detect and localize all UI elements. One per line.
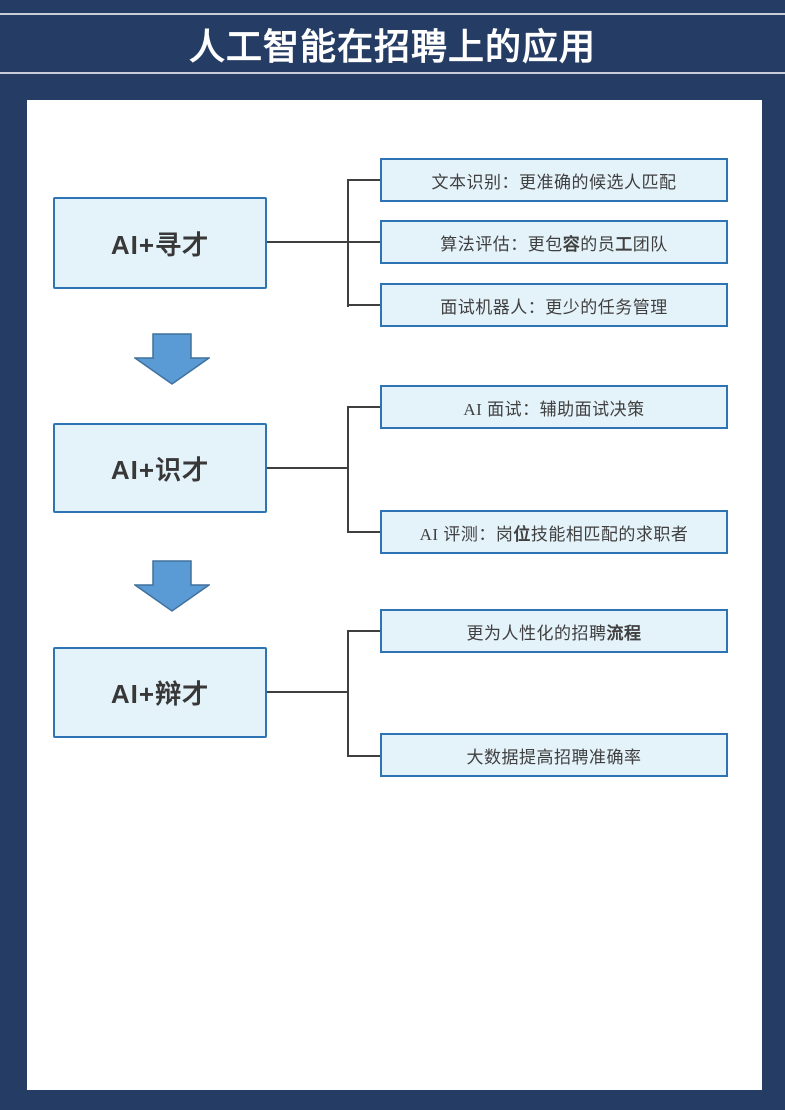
leaf-label: AI 面试：辅助面试决策 bbox=[463, 399, 645, 419]
main-box-ai-shicai: AI+识才 bbox=[53, 423, 267, 513]
title-band: 人工智能在招聘上的应用 bbox=[0, 13, 785, 74]
connector-line bbox=[267, 241, 380, 243]
leaf-label: 算法评估：更包容的员工团队 bbox=[440, 234, 668, 254]
connector-line bbox=[347, 630, 349, 757]
connector-line bbox=[349, 179, 380, 181]
diagram-panel: AI+寻才 文本识别：更准确的候选人匹配 算法评估：更包容的员工团队 面试机器人… bbox=[27, 100, 762, 1090]
connector-line bbox=[349, 406, 380, 408]
connector-line bbox=[267, 691, 349, 693]
main-box-ai-biancai: AI+辩才 bbox=[53, 647, 267, 738]
leaf-box-ai-assessment: AI 评测：岗位技能相匹配的求职者 bbox=[380, 510, 728, 554]
main-box-ai-xuncai: AI+寻才 bbox=[53, 197, 267, 289]
connector-line bbox=[349, 304, 380, 306]
leaf-box-algorithm-evaluation: 算法评估：更包容的员工团队 bbox=[380, 220, 728, 264]
leaf-label: 面试机器人：更少的任务管理 bbox=[440, 297, 668, 317]
leaf-label: 更为人性化的招聘流程 bbox=[466, 623, 642, 643]
leaf-box-text-recognition: 文本识别：更准确的候选人匹配 bbox=[380, 158, 728, 202]
main-box-label: AI+识才 bbox=[110, 454, 210, 485]
page-title: 人工智能在招聘上的应用 bbox=[188, 25, 597, 67]
leaf-box-interview-robot: 面试机器人：更少的任务管理 bbox=[380, 283, 728, 327]
leaf-box-ai-interview: AI 面试：辅助面试决策 bbox=[380, 385, 728, 429]
connector-line bbox=[349, 630, 380, 632]
main-box-label: AI+寻才 bbox=[110, 229, 210, 260]
connector-line bbox=[267, 467, 349, 469]
leaf-label: 大数据提高招聘准确率 bbox=[466, 747, 642, 767]
down-arrow-icon bbox=[134, 560, 210, 612]
connector-line bbox=[347, 179, 349, 307]
leaf-label: AI 评测：岗位技能相匹配的求职者 bbox=[419, 524, 689, 544]
leaf-box-humanized-process: 更为人性化的招聘流程 bbox=[380, 609, 728, 653]
leaf-box-big-data-accuracy: 大数据提高招聘准确率 bbox=[380, 733, 728, 777]
connector-line bbox=[347, 406, 349, 533]
down-arrow-icon bbox=[134, 333, 210, 385]
connector-line bbox=[349, 755, 380, 757]
leaf-label: 文本识别：更准确的候选人匹配 bbox=[431, 172, 677, 192]
main-box-label: AI+辩才 bbox=[110, 679, 210, 709]
connector-line bbox=[349, 531, 380, 533]
